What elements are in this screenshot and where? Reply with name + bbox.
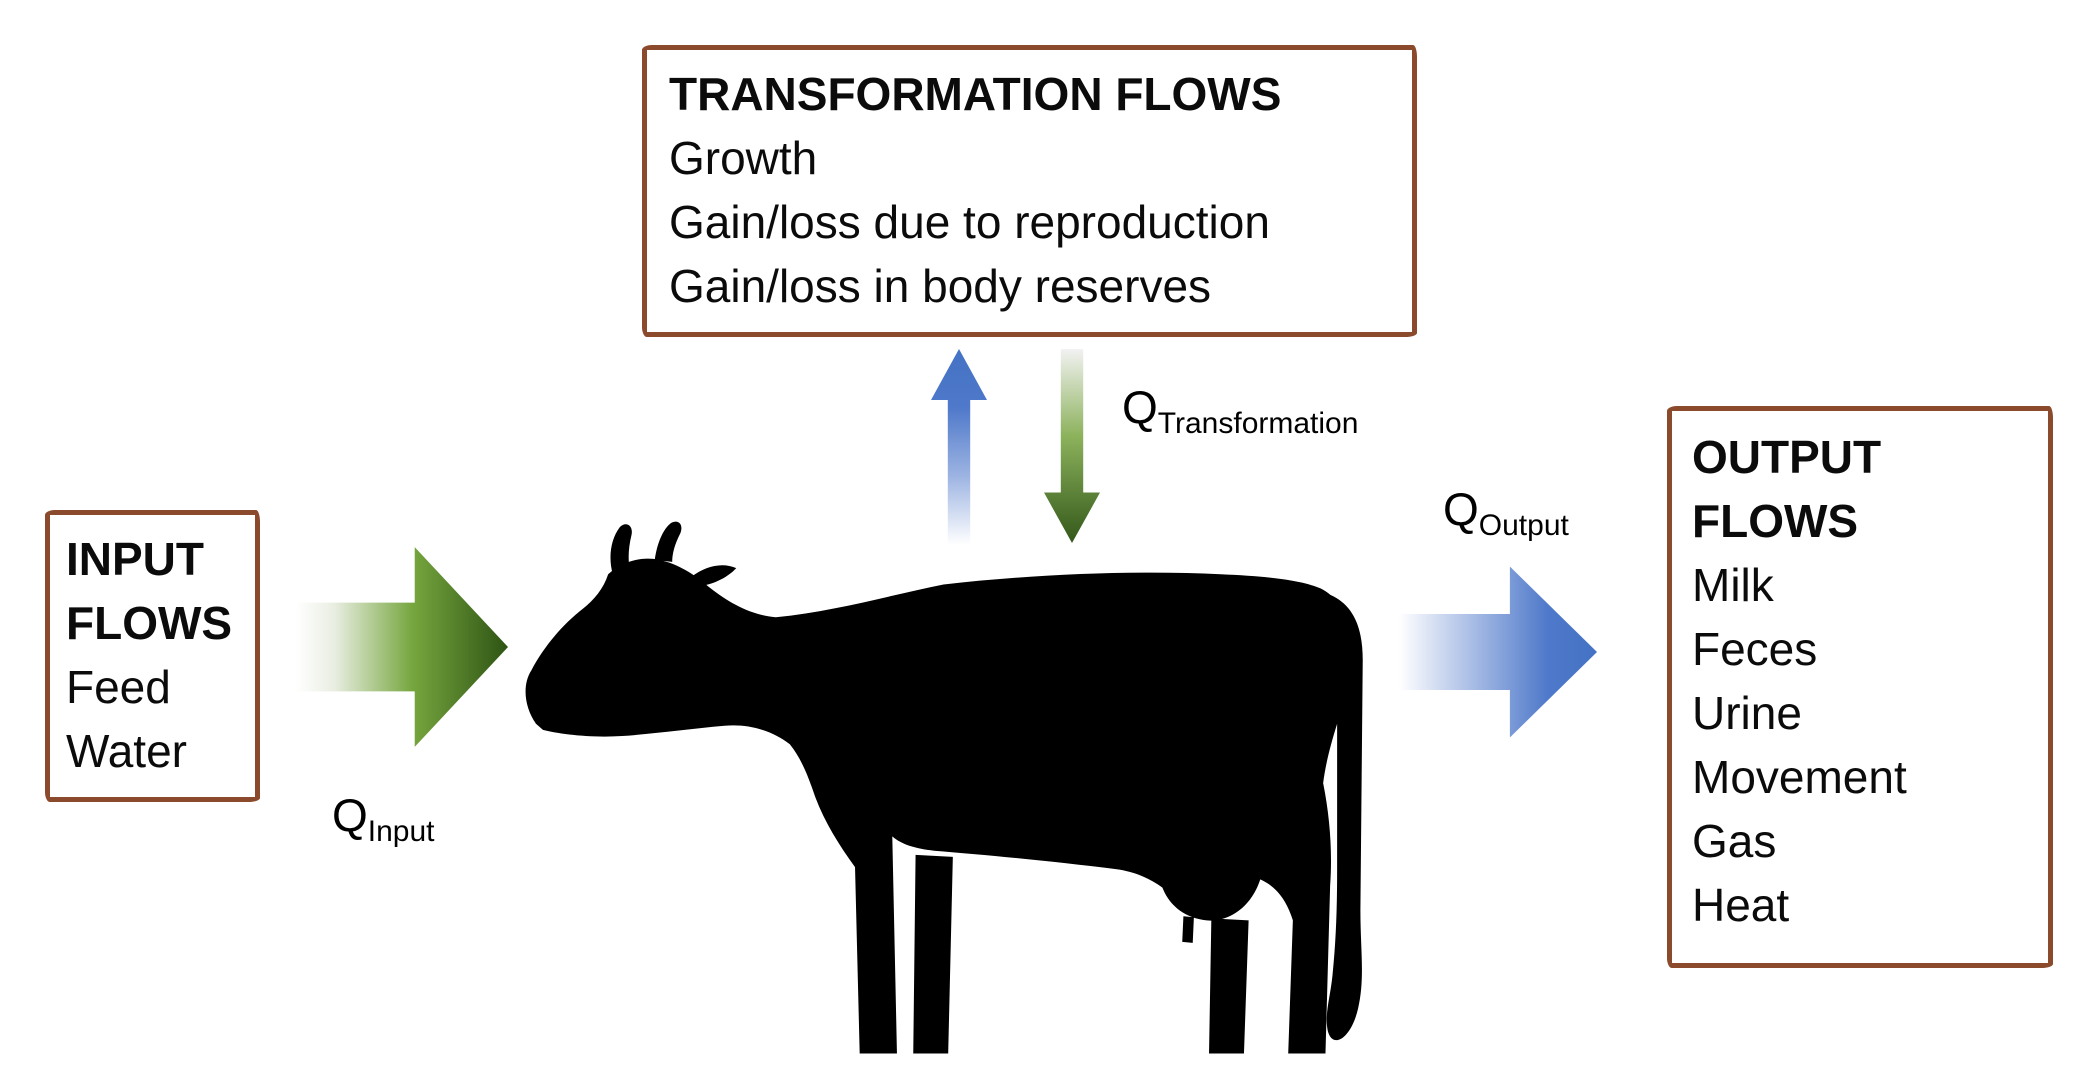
q-output-subscript: Output	[1478, 509, 1569, 543]
output-flows-box: OUTPUT FLOWS Milk Feces Urine Movement G…	[1667, 406, 2053, 968]
output-flow-item: Heat	[1692, 879, 1790, 931]
q-output-label: QOutput	[1443, 482, 1569, 543]
input-flow-arrow-icon	[296, 547, 508, 747]
output-flow-item: Feces	[1692, 623, 1818, 675]
input-flows-box: INPUT FLOWS Feed Water	[45, 510, 260, 802]
output-flow-item: Milk	[1692, 559, 1774, 611]
transformation-up-arrow-icon	[931, 349, 987, 545]
q-input-symbol: Q	[332, 789, 368, 841]
q-input-subscript: Input	[367, 815, 435, 849]
transformation-flow-item: Gain/loss in body reserves	[669, 260, 1212, 312]
input-flows-title: INPUT FLOWS	[66, 533, 233, 649]
transformation-flow-item: Growth	[669, 132, 818, 184]
output-flow-item: Urine	[1692, 687, 1802, 739]
output-flows-title: OUTPUT FLOWS	[1692, 431, 1882, 547]
q-output-symbol: Q	[1443, 483, 1479, 535]
transformation-flow-item: Gain/loss due to reproduction	[669, 196, 1270, 248]
transformation-flows-box: TRANSFORMATION FLOWS Growth Gain/loss du…	[642, 45, 1417, 337]
transformation-down-arrow-icon	[1044, 349, 1100, 543]
transformation-flows-title: TRANSFORMATION FLOWS	[669, 68, 1282, 120]
output-flow-item: Movement	[1692, 751, 1907, 803]
q-input-label: QInput	[332, 788, 435, 849]
input-flow-item: Water	[66, 725, 187, 777]
q-transformation-symbol: Q	[1122, 381, 1158, 433]
cow-silhouette-icon	[525, 521, 1363, 1054]
input-flow-item: Feed	[66, 661, 171, 713]
q-transformation-subscript: Transformation	[1157, 407, 1359, 441]
output-flow-arrow-icon	[1399, 566, 1597, 738]
q-transformation-label: QTransformation	[1122, 380, 1358, 441]
output-flow-item: Gas	[1692, 815, 1777, 867]
